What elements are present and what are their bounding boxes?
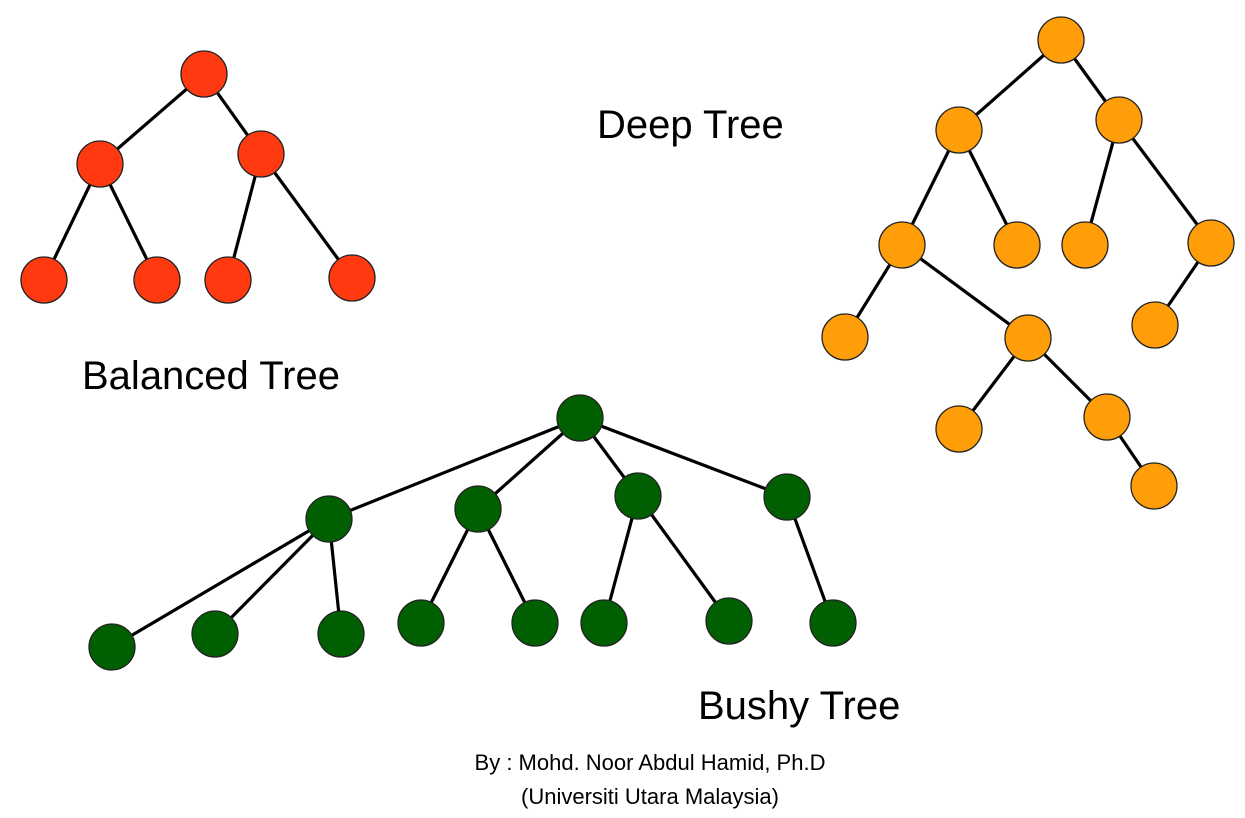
deep-tree-node-n1 (935, 106, 983, 154)
deep-tree-node-n2 (1095, 96, 1143, 144)
bushy-tree-edge-n3-n11 (636, 495, 731, 622)
bushy-tree-node-n11 (705, 597, 753, 645)
deep-tree-node-n0 (1037, 16, 1085, 64)
bushy-tree-node-n10 (580, 599, 628, 647)
bushy-tree-edge-n0-n4 (579, 416, 788, 499)
deep-tree-node-n3 (878, 221, 926, 269)
balanced-tree-label: Balanced Tree (82, 354, 340, 398)
deep-tree-edge-n2-n6 (1117, 119, 1213, 244)
bushy-tree-node-n1 (305, 495, 353, 543)
balanced-tree-node-n5 (204, 256, 252, 304)
deep-tree (821, 16, 1235, 510)
bushy-tree-node-n12 (809, 599, 857, 647)
credit-author: By : Mohd. Noor Abdul Hamid, Ph.D (474, 750, 826, 775)
balanced-tree-node-n0 (180, 50, 228, 98)
bushy-tree-node-n5 (88, 623, 136, 671)
balanced-tree-nodes (20, 50, 376, 304)
bushy-tree-node-n4 (763, 473, 811, 521)
deep-tree-node-n10 (935, 405, 983, 453)
bushy-tree-edge-n1-n5 (111, 517, 330, 649)
bushy-tree-label: Bushy Tree (698, 684, 901, 728)
deep-tree-node-n8 (1004, 314, 1052, 362)
balanced-tree (20, 50, 376, 304)
balanced-tree-node-n3 (20, 256, 68, 304)
balanced-tree-node-n4 (133, 256, 181, 304)
credit-affiliation: (Universiti Utara Malaysia) (521, 784, 779, 809)
bushy-tree-node-n9 (511, 599, 559, 647)
deep-tree-node-n12 (1130, 462, 1178, 510)
balanced-tree-node-n1 (76, 140, 124, 188)
bushy-tree-edge-n0-n1 (328, 416, 581, 521)
deep-tree-node-n7 (821, 313, 869, 361)
deep-tree-node-n9 (1131, 301, 1179, 349)
bushy-tree-node-n0 (556, 394, 604, 442)
deep-tree-nodes (821, 16, 1235, 510)
balanced-tree-node-n2 (237, 130, 285, 178)
balanced-tree-node-n6 (328, 254, 376, 302)
bushy-tree-node-n2 (454, 485, 502, 533)
deep-tree-node-n6 (1187, 219, 1235, 267)
bushy-tree-node-n7 (317, 610, 365, 658)
balanced-tree-edge-n2-n6 (259, 153, 354, 279)
deep-tree-node-n11 (1083, 393, 1131, 441)
deep-tree-node-n5 (1061, 221, 1109, 269)
deep-tree-edge-n3-n8 (901, 243, 1029, 340)
deep-tree-label: Deep Tree (597, 103, 784, 147)
bushy-tree-nodes (88, 394, 857, 671)
bushy-tree-node-n6 (191, 610, 239, 658)
bushy-tree-node-n3 (614, 472, 662, 520)
bushy-tree-node-n8 (397, 599, 445, 647)
bushy-tree (88, 394, 857, 671)
bushy-tree-edge-n1-n6 (213, 517, 331, 636)
deep-tree-node-n4 (993, 221, 1041, 269)
